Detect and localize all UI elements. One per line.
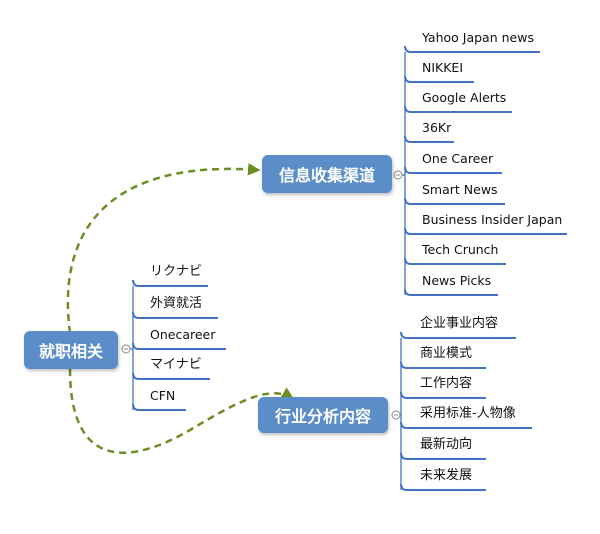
relation-arrow-to-analysis [68, 368, 295, 454]
channel-item-underline [404, 105, 512, 113]
root-item[interactable]: 外資就活 [150, 296, 203, 311]
channel-item-underline [404, 257, 506, 265]
channel-item[interactable]: Google Alerts [422, 90, 507, 105]
analysis-item-underline [400, 483, 486, 491]
root-item[interactable]: CFN [150, 388, 176, 403]
root-item[interactable]: Onecareer [150, 327, 216, 342]
channel-item-underline [404, 197, 505, 205]
channel-item[interactable]: Yahoo Japan news [422, 30, 534, 45]
root-item-underline [132, 311, 218, 319]
channel-item[interactable]: 36Kr [422, 120, 452, 135]
channel-item[interactable]: Tech Crunch [422, 242, 499, 257]
branch-topic-industry-analysis[interactable]: 行业分析内容 [258, 397, 388, 433]
root-item-underline [132, 372, 210, 380]
analysis-item[interactable]: 采用标准-人物像 [420, 406, 516, 421]
analysis-item[interactable]: 最新动向 [420, 437, 473, 452]
branch-topic-channels[interactable]: 信息收集渠道 [262, 155, 392, 193]
root-item[interactable]: リクナビ [150, 264, 203, 279]
analysis-item[interactable]: 商业模式 [420, 346, 473, 361]
root-item-underline [132, 279, 208, 287]
channel-item[interactable]: NIKKEI [422, 60, 464, 75]
channel-item[interactable]: One Career [422, 151, 494, 166]
channel-item-underline [404, 135, 454, 143]
root-item-underline [132, 403, 186, 411]
analysis-item-underline [400, 452, 486, 460]
channel-item-underline [404, 227, 567, 235]
analysis-item-underline [400, 361, 486, 369]
root-item[interactable]: マイナビ [150, 357, 202, 372]
root-item-underline [132, 342, 226, 350]
channel-item[interactable]: Business Insider Japan [422, 212, 563, 227]
channel-item-underline [404, 166, 502, 174]
channel-item-underline [404, 288, 498, 296]
channel-item-underline [404, 45, 540, 53]
root-topic[interactable]: 就职相关 [24, 331, 118, 369]
channel-item[interactable]: Smart News [422, 182, 498, 197]
analysis-item[interactable]: 工作内容 [420, 376, 473, 391]
channel-item-underline [404, 75, 474, 83]
analysis-item[interactable]: 未来发展 [420, 468, 473, 483]
analysis-item-underline [400, 421, 532, 429]
analysis-item[interactable]: 企业事业内容 [420, 316, 499, 331]
analysis-item-underline [400, 391, 486, 399]
channel-item[interactable]: News Picks [422, 273, 492, 288]
analysis-item-underline [400, 331, 516, 339]
relation-arrow-to-channels [66, 163, 261, 334]
